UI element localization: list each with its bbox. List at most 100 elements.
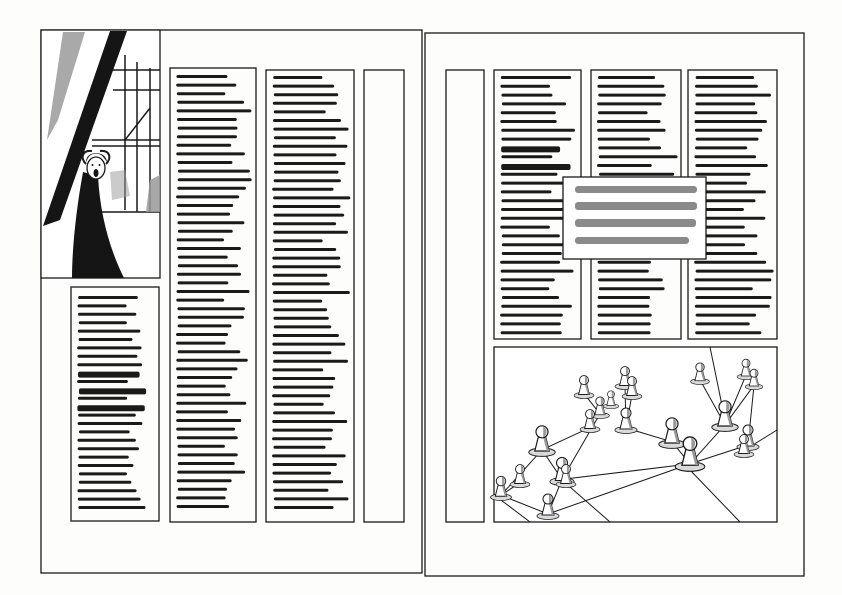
text-line [77,363,143,367]
text-line [77,497,141,501]
text-line [78,506,146,509]
text-line [598,146,662,150]
text-line [273,179,341,183]
text-line [501,155,553,159]
text-line [77,405,145,412]
text-line [695,76,755,79]
pawn-figure [573,375,595,399]
text-line [598,93,666,97]
left-page [40,29,423,574]
text-line [78,455,129,459]
text-line [77,489,137,493]
text-line [272,377,336,380]
text-line [176,238,225,242]
text-line [176,479,232,483]
text-line [273,213,345,217]
text-line [273,127,349,131]
network-link [561,463,691,480]
text-line [500,278,555,282]
text-line [177,281,229,285]
text-line [695,331,762,335]
text-line [272,144,348,148]
text-line [695,137,759,141]
text-line [695,234,758,238]
text-line [272,239,323,243]
text-line [78,338,133,341]
text-line [272,394,331,398]
text-line [500,260,561,264]
text-line [501,234,560,238]
text-line [78,472,127,476]
text-line [272,437,332,441]
text-line [273,291,350,294]
network-link [500,499,531,523]
pawn-figure [528,425,556,457]
text-line [501,181,565,185]
text-line [272,119,341,122]
pawn-figure [658,417,686,449]
text-line [501,128,575,132]
text-line [598,172,675,176]
text-line [695,164,768,167]
text-line [177,126,238,130]
text-line [177,169,250,173]
text-line [597,260,651,264]
text-line [501,102,567,106]
text-line [177,229,233,233]
text-line [176,298,225,302]
text-line [694,190,766,194]
text-line [177,161,233,164]
text-line [501,199,573,203]
text-line [176,376,233,379]
pawn-figure [579,409,601,433]
text-line [176,135,237,139]
pawn-figure [711,400,739,432]
text-line [597,164,652,167]
text-line [77,329,141,333]
right-empty-column [445,69,485,523]
text-line [500,322,561,326]
text-line [176,118,237,121]
text-line [597,120,661,123]
text-line [500,111,556,115]
text-line [273,506,334,509]
text-line [695,93,772,97]
text-line [273,110,326,114]
text-line [273,248,337,251]
text-line [273,385,334,389]
text-line [694,216,766,220]
pull-quote-box [562,176,707,260]
text-line [272,205,341,208]
text-line [273,93,339,97]
text-line [273,497,349,501]
text-line [273,325,332,329]
text-line [500,172,558,176]
left-column-2-frame [169,67,257,523]
text-line [597,313,652,317]
text-line [272,351,332,355]
text-line [272,368,324,372]
left-empty-column [363,69,405,523]
text-line [695,322,750,326]
text-line [500,190,552,194]
text-line [272,282,330,286]
text-line [694,287,753,291]
text-line [273,411,336,415]
screaming-person-figure [81,149,111,180]
text-line [176,333,229,336]
pawn-figure [490,475,512,501]
text-line [597,102,662,106]
text-line [694,155,757,159]
text-line [77,422,143,425]
text-line [273,273,328,277]
text-line [176,410,228,414]
text-line [272,463,337,466]
text-line [272,222,337,226]
text-line [176,367,238,371]
pawn-figure [614,407,638,434]
text-line [597,296,651,299]
text-line [176,75,228,78]
text-line [501,93,553,97]
text-line [597,322,651,326]
text-line [598,155,678,159]
